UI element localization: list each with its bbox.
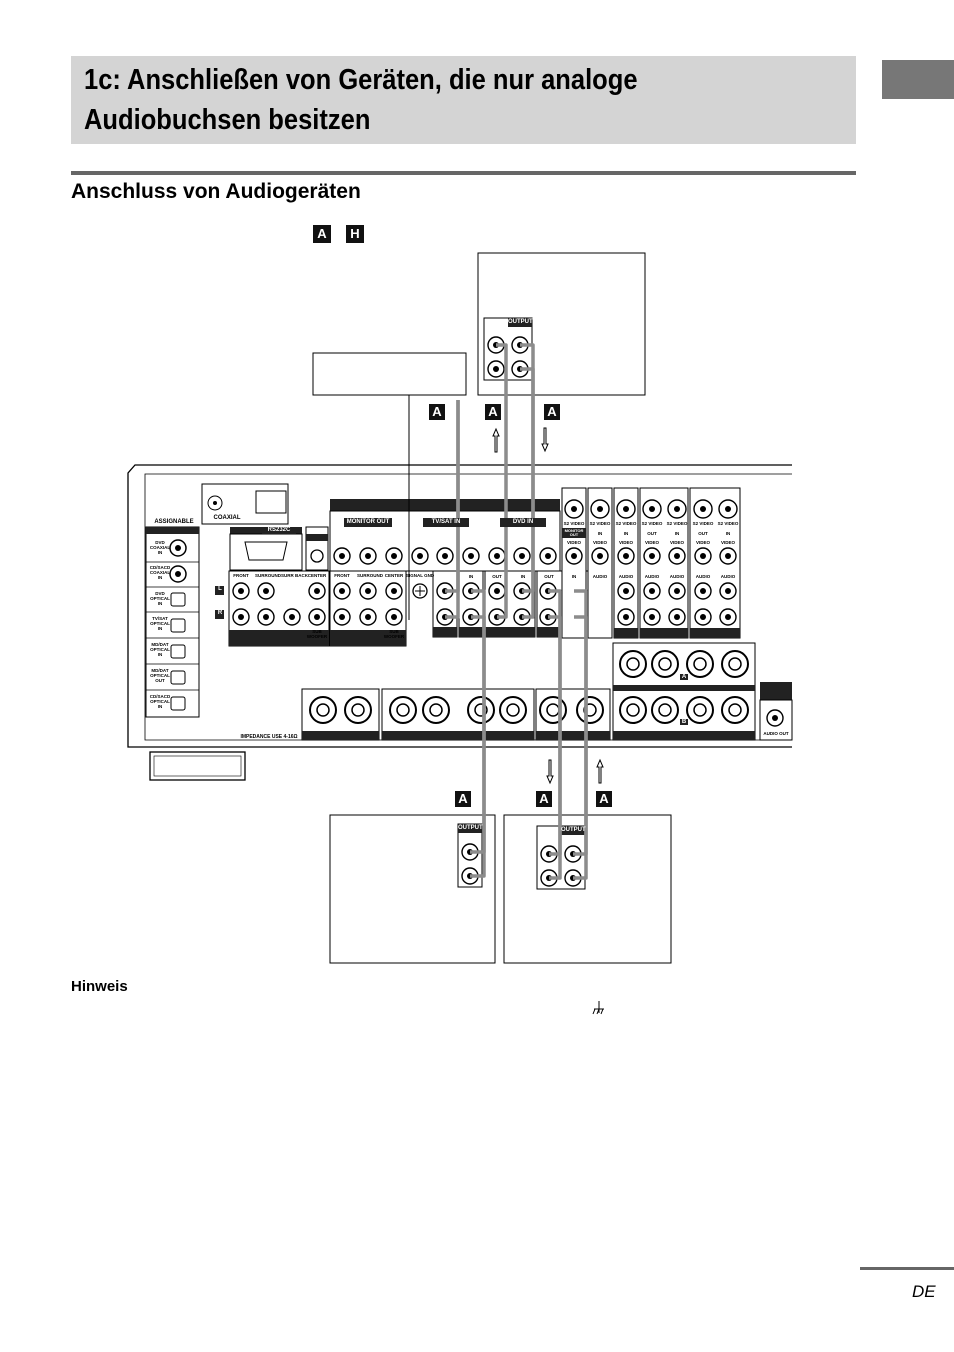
rs232c-label: RS232C <box>262 527 296 534</box>
audio-label: AUDIO <box>669 574 685 579</box>
speaker-channel-label: SURROUND <box>357 573 384 578</box>
speaker-a-label: A <box>680 674 688 680</box>
s2-video-label: S2 VIDEO <box>641 521 663 526</box>
tag-h-top: H <box>346 225 364 243</box>
video-io-label: IN <box>725 531 731 536</box>
cable-tag-a: A <box>429 404 445 420</box>
s2-video-label: S2 VIDEO <box>563 521 585 526</box>
device-output-label: OUTPUT <box>508 319 533 325</box>
video-io-label: OUT <box>698 531 708 536</box>
assignable-label: ASSIGNABLE <box>154 519 194 525</box>
speaker-channel-label: CENTER <box>384 573 404 578</box>
tag-a-top: A <box>313 225 331 243</box>
s2-video-label: S2 VIDEO <box>717 521 739 526</box>
channel-r-label: R <box>217 610 223 616</box>
s2-video-label: S2 VIDEO <box>615 521 637 526</box>
speaker-b-label: B <box>680 719 688 725</box>
digital-input-label: DVD COAXIAL IN <box>149 540 171 555</box>
cable-tag-a: A <box>536 791 552 807</box>
cable-tag-a: A <box>544 404 560 420</box>
sub-woofer-label: SUB WOOFER <box>306 629 328 639</box>
digital-input-label: MD/DAT OPTICAL IN <box>150 642 170 657</box>
monitor-out-label: MONITOR OUT <box>344 518 392 527</box>
speaker-channel-label: SURR BACK <box>281 573 308 578</box>
note-heading: Hinweis <box>71 978 128 995</box>
io-label: OUT <box>544 574 554 579</box>
video-label: VIDEO <box>720 540 735 545</box>
coaxial-label: COAXIAL <box>213 515 241 521</box>
digital-input-label: DVD OPTICAL IN <box>150 591 170 606</box>
speaker-channel-label: FRONT <box>233 573 249 578</box>
speaker-channel-label: FRONT <box>334 573 350 578</box>
io-label: OUT <box>492 574 502 579</box>
footer-rule <box>860 1267 954 1270</box>
video-io-label: IN <box>674 531 680 536</box>
digital-input-label: CD/SACD COAXIAL IN <box>149 565 171 580</box>
cable-tag-a: A <box>455 791 471 807</box>
s2-video-label: S2 VIDEO <box>589 521 611 526</box>
title-rule <box>71 171 856 175</box>
audio-label: AUDIO <box>618 574 634 579</box>
video-label: VIDEO <box>695 540 710 545</box>
digital-input-label: MD/DAT OPTICAL OUT <box>150 668 170 683</box>
io-label: IN <box>520 574 526 579</box>
tv-sat-in-label: TV/SAT IN <box>423 518 469 527</box>
footer-language-label: DE <box>912 1282 936 1301</box>
audio-label: AUDIO <box>695 574 711 579</box>
page-title-line-1: 1c: Anschließen von Geräten, die nur ana… <box>84 64 638 96</box>
io-label: IN <box>468 574 474 579</box>
s2-video-label: S2 VIDEO <box>692 521 714 526</box>
channel-l-label: L <box>218 586 222 592</box>
video-label: VIDEO <box>669 540 684 545</box>
s2-video-label: S2 VIDEO <box>666 521 688 526</box>
video-label: VIDEO <box>592 540 607 545</box>
video-io-label: OUT <box>647 531 657 536</box>
chapter-tab <box>882 60 954 99</box>
video-io-label: IN <box>623 531 629 536</box>
audio-label: AUDIO <box>592 574 608 579</box>
video-label: VIDEO <box>644 540 659 545</box>
page-title-line-2: Audiobuchsen besitzen <box>84 104 371 136</box>
device-output-label: OUTPUT <box>458 825 483 831</box>
audio-out-label: AUDIO OUT <box>763 731 789 736</box>
audio-label: AUDIO <box>644 574 660 579</box>
video-label: VIDEO <box>566 540 581 545</box>
signal-gnd-label: SIGNAL GND <box>406 573 435 578</box>
page-title-box: 1c: Anschließen von Geräten, die nur ana… <box>71 56 856 144</box>
impedance-label: IMPEDANCE USE 4-16Ω <box>240 734 298 740</box>
section-heading: Anschluss von Audiogeräten <box>71 180 361 203</box>
speaker-channel-label: CENTER <box>307 573 327 578</box>
io-label: IN <box>571 574 577 579</box>
speaker-channel-label: SURROUND <box>255 573 282 578</box>
digital-input-label: CD/SACD OPTICAL IN <box>149 694 171 709</box>
ground-icon <box>592 1001 604 1015</box>
cable-tag-a: A <box>596 791 612 807</box>
audio-label: AUDIO <box>720 574 736 579</box>
dvd-in-label: DVD IN <box>500 518 546 527</box>
video-io-label: IN <box>597 531 603 536</box>
device-output-label: OUTPUT <box>561 827 586 833</box>
monitor-out-small-label: MONITOR OUT <box>564 528 584 537</box>
digital-input-label: TV/SAT OPTICAL IN <box>150 616 170 631</box>
video-label: VIDEO <box>618 540 633 545</box>
sub-woofer-label: SUB WOOFER <box>383 629 405 639</box>
cable-tag-a: A <box>485 404 501 420</box>
